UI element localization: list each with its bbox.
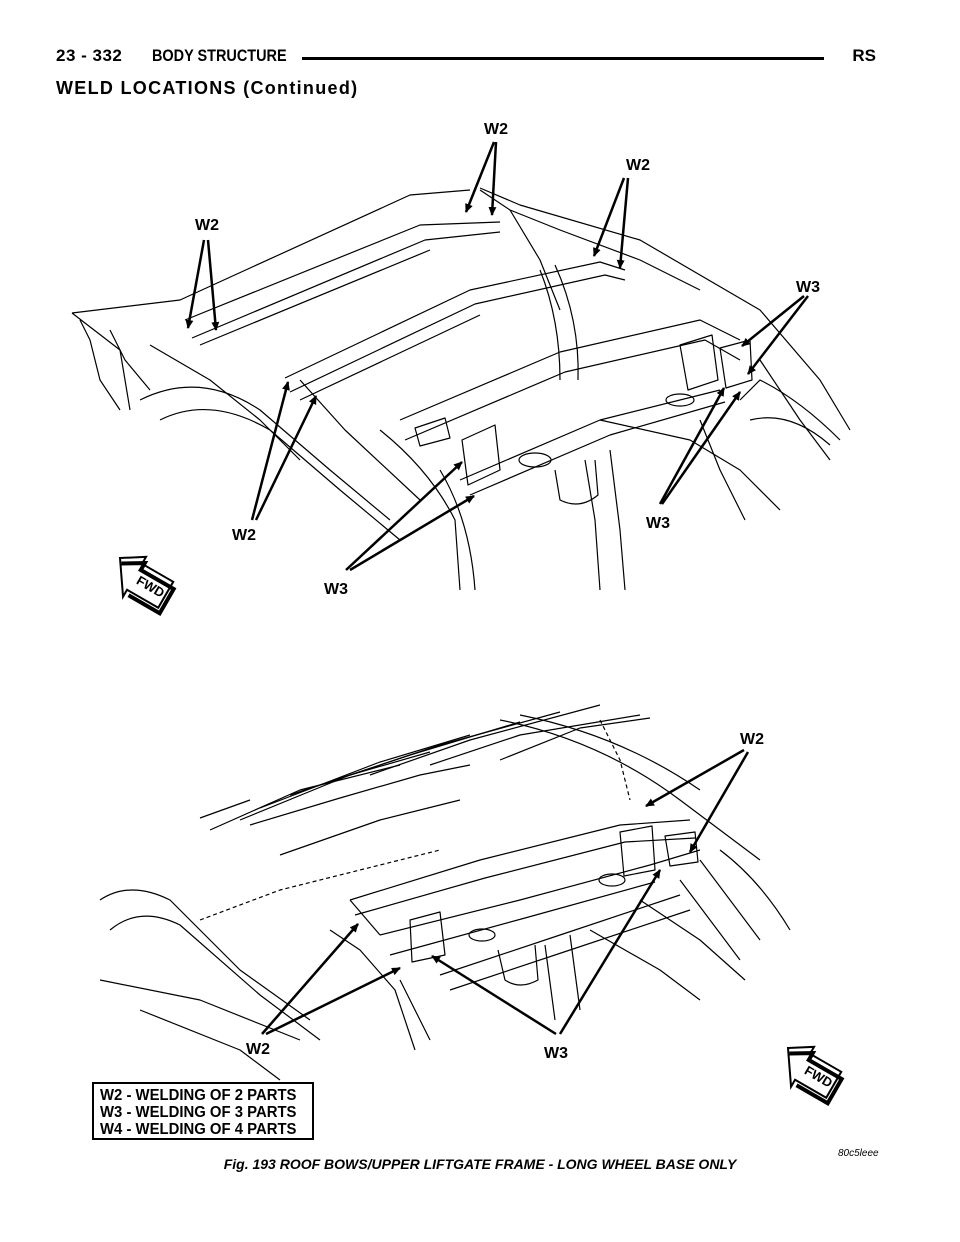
callout-w3-bottom: W3 — [544, 1045, 568, 1062]
figure-caption: Fig. 193 ROOF BOWS/UPPER LIFTGATE FRAME … — [223, 1156, 737, 1172]
callout-w2-bottom-left: W2 — [246, 1041, 270, 1058]
top-roof-illustration — [71, 187, 851, 591]
legend-item: W2 - WELDING OF 2 PARTS — [100, 1087, 297, 1104]
callout-w2-left: W2 — [195, 217, 219, 234]
top-callouts — [185, 141, 809, 572]
callout-w2-top: W2 — [484, 121, 508, 138]
fwd-arrow-icon: FWD — [118, 555, 177, 616]
bottom-roof-illustration — [99, 704, 791, 1081]
callout-w3-right: W3 — [796, 279, 820, 296]
bottom-callout-labels: W2 W2 W3 — [246, 731, 764, 1062]
section-subtitle: WELD LOCATIONS (Continued) — [56, 78, 359, 98]
legend-item: W3 - WELDING OF 3 PARTS — [100, 1104, 297, 1121]
page-number: 23 - 332 — [56, 46, 123, 65]
section-title: BODY STRUCTURE — [152, 46, 287, 65]
fwd-arrow-icon: FWD — [786, 1045, 845, 1106]
callout-w3-bottom-right: W3 — [646, 515, 670, 532]
header-rule — [302, 57, 824, 60]
figure-code: 80c5leee — [838, 1148, 879, 1159]
callout-w2-top-right: W2 — [740, 731, 764, 748]
callout-w2-right: W2 — [626, 157, 650, 174]
bottom-callouts — [261, 748, 750, 1036]
legend-item: W4 - WELDING OF 4 PARTS — [100, 1121, 297, 1138]
weld-legend: W2 - WELDING OF 2 PARTS W3 - WELDING OF … — [92, 1082, 314, 1140]
model-code: RS — [852, 46, 876, 65]
callout-w2-bottom: W2 — [232, 527, 256, 544]
top-callout-labels: W2 W2 W2 W3 W2 W3 W3 — [195, 121, 820, 598]
callout-w3-bottom: W3 — [324, 581, 348, 598]
page-header: 23 - 332 BODY STRUCTURE RS — [56, 46, 876, 74]
